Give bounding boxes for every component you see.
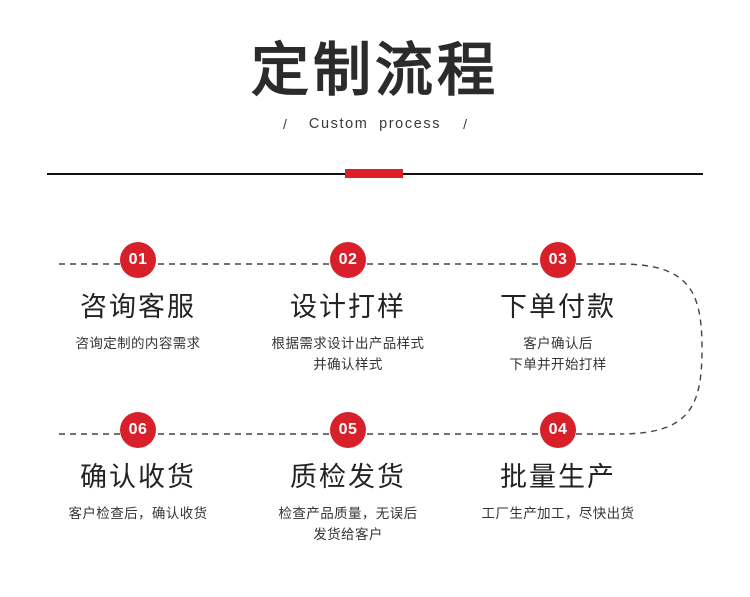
flow-row-top: 01 咨询客服 咨询定制的内容需求 02 设计打样 根据需求设计出产品样式 并确… xyxy=(0,242,750,375)
flow-row-bottom: 06 确认收货 客户检查后，确认收货 05 质检发货 检查产品质量，无误后 发货… xyxy=(0,412,750,545)
step-desc-03: 客户确认后 下单并开始打样 xyxy=(453,333,663,375)
step-desc-line: 下单并开始打样 xyxy=(509,357,607,372)
header: 定制流程 / Custom process / xyxy=(0,0,750,132)
divider-accent-bar xyxy=(345,169,403,178)
step-title-02: 设计打样 xyxy=(290,292,406,323)
step-badge-02: 02 xyxy=(330,242,366,278)
step-badge-03: 03 xyxy=(540,242,576,278)
step-desc-04: 工厂生产加工，尽快出货 xyxy=(453,503,663,524)
step-item-02[interactable]: 02 设计打样 根据需求设计出产品样式 并确认样式 xyxy=(243,242,453,375)
step-desc-line: 并确认样式 xyxy=(313,357,383,372)
step-item-03[interactable]: 03 下单付款 客户确认后 下单并开始打样 xyxy=(453,242,663,375)
step-item-06[interactable]: 06 确认收货 客户检查后，确认收货 xyxy=(33,412,243,545)
step-item-01[interactable]: 01 咨询客服 咨询定制的内容需求 xyxy=(33,242,243,375)
step-title-06: 确认收货 xyxy=(80,462,196,493)
page-title: 定制流程 xyxy=(250,36,499,104)
step-badge-01: 01 xyxy=(120,242,156,278)
step-desc-02: 根据需求设计出产品样式 并确认样式 xyxy=(243,333,453,375)
step-desc-line: 工厂生产加工，尽快出货 xyxy=(481,506,635,521)
step-title-04: 批量生产 xyxy=(500,462,616,493)
step-desc-01: 咨询定制的内容需求 xyxy=(33,333,243,354)
slash-left-decoration: / xyxy=(283,116,287,132)
header-divider xyxy=(47,168,703,180)
step-desc-06: 客户检查后，确认收货 xyxy=(33,503,243,524)
step-desc-line: 发货给客户 xyxy=(313,527,383,542)
page-subtitle: Custom process xyxy=(308,116,442,132)
step-desc-05: 检查产品质量，无误后 发货给客户 xyxy=(243,503,453,545)
step-badge-04: 04 xyxy=(540,412,576,448)
step-desc-line: 客户确认后 xyxy=(523,336,593,351)
step-item-05[interactable]: 05 质检发货 检查产品质量，无误后 发货给客户 xyxy=(243,412,453,545)
step-title-01: 咨询客服 xyxy=(80,292,196,323)
step-item-04[interactable]: 04 批量生产 工厂生产加工，尽快出货 xyxy=(453,412,663,545)
slash-right-decoration: / xyxy=(463,116,467,132)
step-desc-line: 检查产品质量，无误后 xyxy=(278,506,418,521)
process-flow: 01 咨询客服 咨询定制的内容需求 02 设计打样 根据需求设计出产品样式 并确… xyxy=(0,200,750,597)
step-desc-line: 咨询定制的内容需求 xyxy=(75,336,201,351)
subtitle-row: / Custom process / xyxy=(0,116,750,132)
step-badge-06: 06 xyxy=(120,412,156,448)
step-badge-05: 05 xyxy=(330,412,366,448)
step-desc-line: 根据需求设计出产品样式 xyxy=(271,336,425,351)
step-desc-line: 客户检查后，确认收货 xyxy=(68,506,208,521)
step-title-05: 质检发货 xyxy=(290,462,406,493)
step-title-03: 下单付款 xyxy=(500,292,616,323)
